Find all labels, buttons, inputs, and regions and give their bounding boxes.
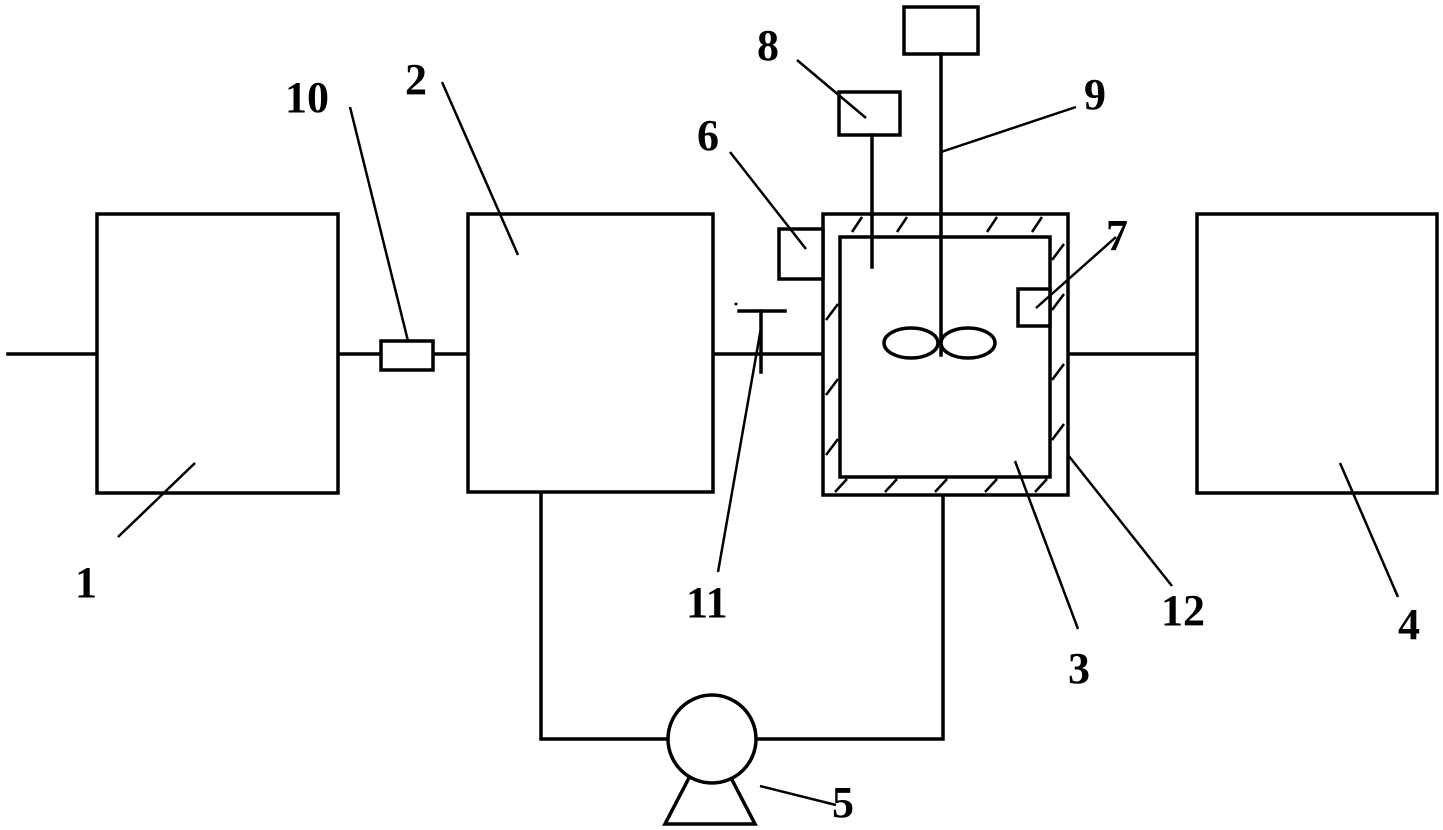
label-7: 7	[1106, 211, 1128, 260]
impeller-blade-right	[939, 326, 997, 360]
valve-11-icon	[734, 302, 787, 374]
reactor-inner-vessel	[838, 235, 1052, 479]
label-12: 12	[1161, 586, 1205, 635]
jacket-hatching	[825, 216, 1065, 493]
label-8: 8	[757, 21, 779, 70]
labels: 1 2 3 4 5 6 7 8 9 10 11 12	[75, 21, 1420, 827]
recirculation-loop	[539, 490, 670, 741]
stirrer-9	[882, 5, 997, 360]
leader-lines	[117, 59, 1400, 807]
label-2: 2	[405, 55, 427, 104]
unit-2-box	[466, 212, 715, 494]
label-6: 6	[697, 111, 719, 160]
label-10: 10	[285, 73, 329, 122]
label-1: 1	[75, 558, 97, 607]
impeller-blade-left	[882, 326, 940, 360]
sensor-7	[1016, 287, 1052, 328]
motor-box	[902, 5, 980, 56]
connector-10	[379, 339, 435, 372]
reactor-3	[821, 212, 1070, 497]
unit-4-box	[1195, 212, 1439, 495]
probe-8	[837, 90, 902, 269]
sensor-6	[777, 227, 825, 281]
recirculation-loop-return	[754, 493, 945, 741]
label-11: 11	[686, 578, 728, 627]
label-4: 4	[1398, 600, 1420, 649]
label-3: 3	[1068, 644, 1090, 693]
pump-5-icon	[662, 693, 758, 826]
pipelines	[6, 352, 1199, 741]
unit-1-box	[95, 212, 340, 495]
label-5: 5	[832, 778, 854, 827]
label-9: 9	[1084, 70, 1106, 119]
